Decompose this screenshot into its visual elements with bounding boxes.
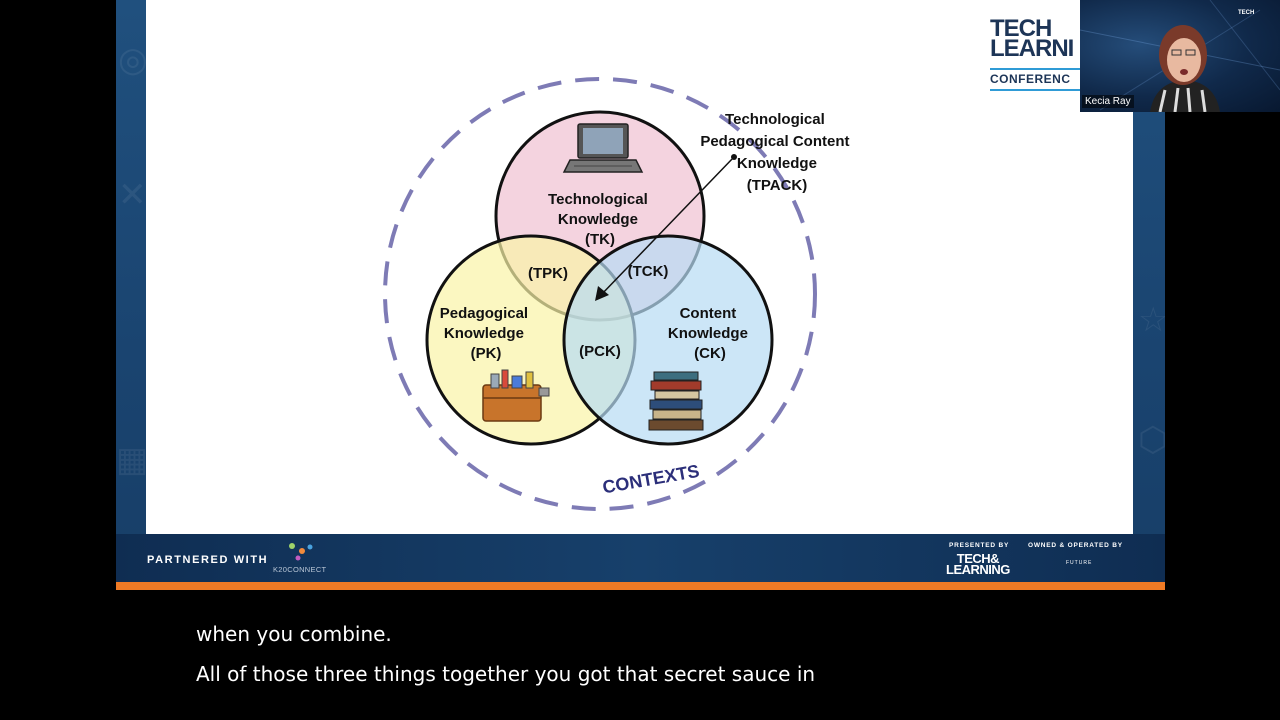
footer-logo-line: LEARNING [946,564,1010,575]
tpack-label: Technological Pedagogical Content Knowle… [700,111,853,194]
ck-label-line: Knowledge [668,325,748,342]
tech-learning-footer-logo: TECH& LEARNING [946,553,1010,575]
pk-label-line: Knowledge [444,325,524,342]
k20-logo-icon [286,542,314,562]
caption-line: All of those three things together you g… [196,662,815,686]
tech-learning-conference-logo: TECH LEARNI CONFERENC [985,16,1080,98]
ck-label-line: (CK) [694,345,726,362]
pk-label-line: Pedagogical [440,305,528,322]
owned-operated-label: OWNED & OPERATED BY [1028,542,1123,549]
decorative-hexagon-icon: ⬡ [1138,420,1165,460]
logo-text-learning: LEARNI [990,38,1073,60]
logo-divider [990,89,1080,91]
caption-line: when you combine. [196,622,392,646]
ck-label-line: Content [680,305,737,322]
tpk-label: (TPK) [528,265,568,282]
tk-label-line: Knowledge [558,211,638,228]
conference-footer: PARTNERED WITH K20CONNECT PRESENTED BY T… [116,534,1165,582]
tpack-label-line: Pedagogical Content [700,133,849,150]
tpack-label-line: Knowledge [737,155,817,172]
svg-text:TECH: TECH [1238,10,1254,16]
orange-accent-bar [116,582,1165,590]
presented-by-label: PRESENTED BY [949,542,1009,549]
decorative-star-icon: ☆ [1138,300,1165,340]
participant-video-tile[interactable]: TECH Kecia Ray [1080,0,1280,112]
decorative-cross-icon: ✕ [118,175,147,215]
partner-name: K20CONNECT [273,565,326,574]
future-logo: FUTURE [1066,560,1092,566]
decorative-grid-icon: ▦ [116,440,148,480]
logo-divider [990,68,1080,70]
tk-label-line: (TK) [585,231,615,248]
partnered-with-label: PARTNERED WITH [147,554,268,566]
pck-label: (PCK) [579,343,621,360]
decorative-globe-icon: ◎ [118,40,148,80]
tpack-label-line: (TPACK) [747,177,808,194]
pk-label-line: (PK) [471,345,502,362]
books-icon [649,372,703,430]
logo-text-conference: CONFERENC [990,72,1071,86]
tk-label-line: Technological [548,191,648,208]
participant-name-tag: Kecia Ray [1082,95,1134,108]
tck-label: (TCK) [628,263,669,280]
tpack-label-line: Technological [725,111,825,128]
